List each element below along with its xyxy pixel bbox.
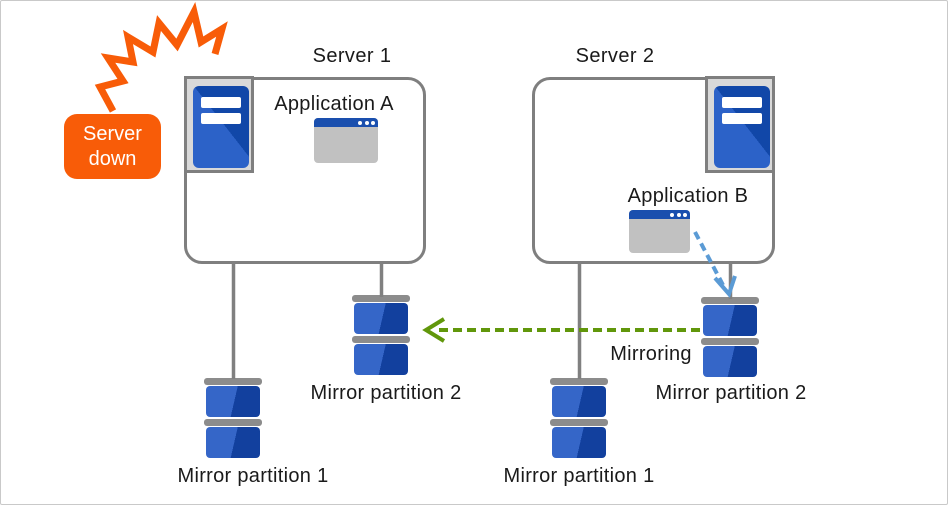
server1-icon-frame	[184, 76, 254, 173]
app-window-dots	[358, 120, 375, 125]
disk-stack-icon	[352, 295, 410, 377]
mirroring-label: Mirroring	[610, 343, 692, 365]
application-a-label: Application A	[274, 93, 394, 115]
server-icon	[714, 86, 770, 168]
s1-mirror-partition1-label: Mirror partition 1	[177, 465, 329, 487]
disk-stack-icon	[204, 378, 262, 460]
server-slot-bar	[201, 97, 241, 108]
application-b-label: Application B	[627, 185, 749, 207]
server-down-badge: Server down	[64, 114, 161, 179]
app-write-arrowhead	[713, 275, 737, 298]
s2-mirror-partition2-label: Mirror partition 2	[655, 382, 807, 404]
server-down-line2: down	[88, 147, 137, 170]
app-window-dots	[670, 212, 687, 217]
server1-title: Server 1	[312, 45, 392, 67]
server-slot-bar	[722, 113, 762, 124]
disk-stack-icon	[701, 297, 759, 379]
server-slot-bar	[722, 97, 762, 108]
server2-icon-frame	[705, 76, 775, 173]
server-icon	[193, 86, 249, 168]
app-window-titlebar	[629, 210, 690, 219]
app-window-icon	[629, 210, 690, 253]
app-window-icon	[314, 118, 378, 163]
s2-mirror-partition1-label: Mirror partition 1	[503, 465, 655, 487]
server-down-line1: Server	[83, 122, 142, 145]
disk-stack-icon	[550, 378, 608, 460]
s1-mirror-partition2-label: Mirror partition 2	[310, 382, 462, 404]
mirroring-arrowhead	[422, 317, 446, 343]
server-slot-bar	[201, 113, 241, 124]
app-window-titlebar	[314, 118, 378, 127]
server2-title: Server 2	[575, 45, 655, 67]
